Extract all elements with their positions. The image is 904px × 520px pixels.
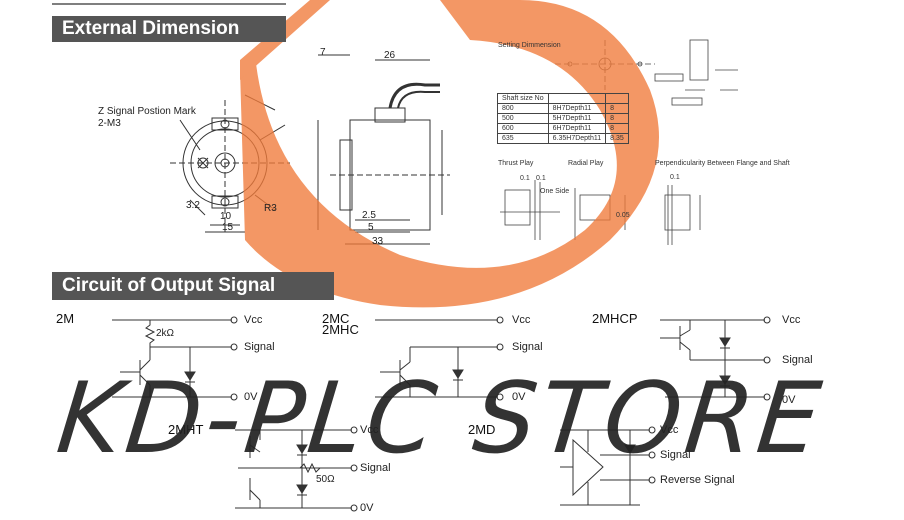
encoder-side-view [317, 54, 450, 245]
circuit-2mhcp-signal: Signal [782, 354, 813, 366]
table-header-cell [547, 93, 607, 104]
radial-play-label: Radial Play [568, 160, 604, 167]
setting-dimension-label: Setting Dimmension [498, 42, 561, 49]
table-header-cell [605, 93, 629, 104]
table-cell: 8H7Depth11 [547, 103, 607, 114]
table-cell: 800 [497, 103, 549, 114]
table-cell: 635 [497, 133, 549, 144]
orange-logo-watermark [240, 0, 659, 308]
table-row: 635 6.35H7Depth11 8.35 [497, 133, 629, 144]
dim-26: 26 [384, 50, 396, 61]
circuit-2m-vcc: Vcc [244, 314, 263, 326]
circuit-2mhcp-name: 2MHCP [592, 311, 638, 326]
table-row: 800 8H7Depth11 8 [497, 103, 629, 114]
table-cell: 8.35 [605, 133, 629, 144]
table-cell: 500 [497, 113, 549, 124]
table-cell: 8 [605, 103, 629, 114]
perpendicularity-label: Perpendicularity Between Flange and Shaf… [655, 160, 790, 167]
circuit-2m-name: 2M [56, 311, 75, 326]
dim-3-2: 3.2 [186, 200, 200, 211]
play-drawings [500, 180, 701, 245]
table-header-cell: Shaft size No [497, 93, 549, 104]
circuit-2mht-vcc: Vcc [360, 424, 379, 436]
table-cell: 8 [605, 123, 629, 134]
table-cell: 6H7Depth11 [547, 123, 607, 134]
circuit-2mc-vcc: Vcc [512, 314, 531, 326]
circuit-2mc-0v: 0V [512, 391, 526, 403]
circuit-2md [560, 426, 656, 506]
circuit-2m-0v: 0V [244, 391, 258, 403]
table-header-row: Shaft size No [497, 93, 629, 104]
circuit-2md-name: 2MD [468, 422, 496, 437]
circuit-2mht-0v: 0V [360, 502, 374, 514]
circuit-2mhc-name: 2MHC [322, 322, 359, 337]
table-cell: 8 [605, 113, 629, 124]
play-0-05: 0.05 [616, 212, 630, 219]
dim-7: 7 [320, 47, 326, 58]
dim-15: 15 [222, 222, 234, 233]
store-watermark: KD-PLC STORE [52, 362, 830, 476]
dim-10: 10 [220, 211, 232, 222]
table-row: 500 5H7Depth11 8 [497, 113, 629, 124]
play-0-1-a: 0.1 [520, 175, 530, 182]
circuit-2mc-signal: Signal [512, 341, 543, 353]
section-header-external-dimension: External Dimension [52, 16, 286, 42]
circuit-2md-vcc: Vcc [660, 424, 679, 436]
circuit-2mht-resistor: 50Ω [316, 474, 335, 485]
play-0-1-b: 0.1 [536, 175, 546, 182]
circuit-2mhcp-vcc: Vcc [782, 314, 801, 326]
table-row: 600 6H7Depth11 8 [497, 123, 629, 134]
circuit-2mht [235, 426, 358, 512]
circuit-2mhcp [660, 316, 771, 401]
section-header-circuit-output-signal: Circuit of Output Signal [52, 272, 334, 300]
circuit-2m-resistor: 2kΩ [156, 328, 175, 339]
table-cell: 6.35H7Depth11 [547, 133, 607, 144]
table-cell: 5H7Depth11 [547, 113, 607, 124]
circuit-2mht-signal: Signal [360, 462, 391, 474]
dim-2-5: 2.5 [362, 210, 376, 221]
dim-r3: R3 [264, 203, 277, 214]
dim-33: 33 [372, 236, 384, 247]
circuit-2md-reverse-signal: Reverse Signal [660, 474, 735, 486]
thrust-play-label: Thrust Play [498, 160, 534, 167]
one-side-label: One Side [540, 188, 570, 195]
circuit-2m-signal: Signal [244, 341, 275, 353]
circuit-2mc [375, 316, 504, 401]
circuit-2mhcp-0v: 0V [782, 394, 796, 406]
shaft-size-table: Shaft size No 800 8H7Depth11 8 500 5H7De… [497, 93, 629, 144]
screw-label: 2-M3 [98, 118, 121, 129]
circuit-2md-signal: Signal [660, 449, 691, 461]
circuit-2m [112, 316, 238, 401]
z-signal-mark-label: Z Signal Postion Mark [98, 106, 196, 117]
circuit-2mc-name: 2MC [322, 311, 350, 326]
play-0-1-c: 0.1 [670, 174, 680, 181]
dim-5: 5 [368, 222, 374, 233]
table-cell: 600 [497, 123, 549, 134]
circuit-2mht-name: 2MHT [168, 422, 204, 437]
